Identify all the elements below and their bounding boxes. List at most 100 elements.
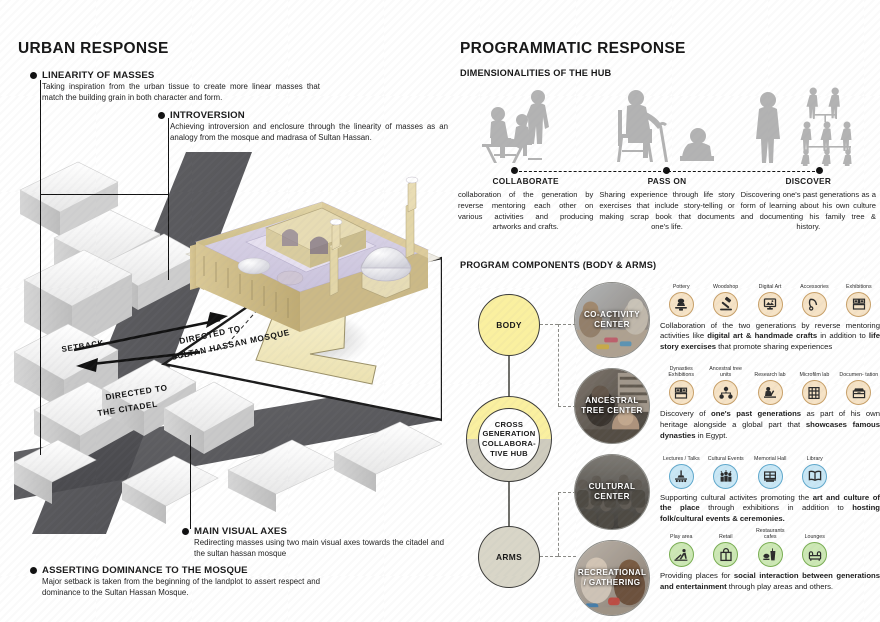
film-reel-icon xyxy=(801,380,827,406)
icon-cell[interactable]: Play area xyxy=(660,529,703,568)
icon-cell[interactable]: Accessories xyxy=(793,278,835,317)
icon-cell[interactable]: Ancestral tree units xyxy=(704,366,746,406)
collaborate-figure xyxy=(458,84,597,166)
node-cross-generation-hub[interactable]: CROSS GENERATION COLLABORA- TIVE HUB xyxy=(466,396,552,482)
connector-arms-to-recreational xyxy=(558,556,576,557)
note-body: Achieving introversion and enclosure thr… xyxy=(170,122,448,142)
icon-cell[interactable]: Restaurants cafes xyxy=(749,528,792,568)
dimensionality-figures-row xyxy=(458,84,876,166)
note-title: ASSERTING DOMINANCE TO THE MOSQUE xyxy=(42,565,248,576)
dimensionality-text: Sharing experience through life story ex… xyxy=(599,190,735,232)
icon-row: Lectures / Talks Cultural Events Memoria… xyxy=(660,450,880,489)
note-body: Major setback is taken from the beginnin… xyxy=(42,577,320,597)
dimensionality-discover: DISCOVER Discovering one's past generati… xyxy=(741,176,876,233)
connector-arms-vertical xyxy=(558,492,559,556)
node-cultural-center[interactable]: CULTURAL CENTER xyxy=(574,454,650,530)
slide-play-icon xyxy=(668,542,694,568)
icon-caption: Exhibitions xyxy=(846,283,872,290)
icon-cell[interactable]: Cultural Events xyxy=(705,450,748,489)
node-hub-label: CROSS GENERATION COLLABORA- TIVE HUB xyxy=(481,419,537,458)
icon-row: Dynasties Exhibitions Ancestral tree uni… xyxy=(660,366,880,406)
connector-body-stub xyxy=(540,324,558,325)
icon-cell[interactable]: Woodshop xyxy=(704,278,746,317)
note-bullet-icon xyxy=(30,72,37,79)
icon-cell[interactable]: Lectures / Talks xyxy=(660,450,703,489)
note-title: LINEARITY OF MASSES xyxy=(42,70,155,81)
monitor-art-icon xyxy=(757,291,783,317)
site-plan-svg: DIRECTED TO SULTAN HASSAN MOSQUE DIRECTE… xyxy=(14,152,442,534)
programmatic-response-panel: PROGRAMMATIC RESPONSE DIMENSIONALITIES O… xyxy=(452,0,880,622)
node-ancestral-tree-center[interactable]: ANCESTRAL TREE CENTER xyxy=(574,368,650,444)
dimensionality-label: DISCOVER xyxy=(785,176,832,186)
icon-caption: Retail xyxy=(718,534,733,541)
icon-cell[interactable]: Pottery xyxy=(660,278,702,317)
icon-caption: Library xyxy=(806,455,823,462)
icon-cell[interactable]: Digital Art xyxy=(749,278,791,317)
exhibition-panels-icon xyxy=(846,291,872,317)
icon-cell[interactable]: Microfilm lab xyxy=(793,367,835,406)
note-bullet-icon xyxy=(158,112,165,119)
node-co-activity-center[interactable]: CO-ACTIVITY CENTER xyxy=(574,282,650,358)
detail-text: Collaboration of the two generations by … xyxy=(660,320,880,352)
icon-cell[interactable]: Lounges xyxy=(794,529,837,568)
note-main-visual-axes: MAIN VISUAL AXES Redirecting masses usin… xyxy=(182,526,444,560)
page-title-urban-response: URBAN RESPONSE xyxy=(18,40,169,57)
node-arms[interactable]: ARMS xyxy=(478,526,540,588)
connector-arms-to-cultural xyxy=(558,492,576,493)
leader-line-linearity xyxy=(40,80,41,455)
sultan-hassan-mosque-model xyxy=(185,176,441,332)
leader-line-introversion xyxy=(168,118,169,280)
note-bullet-icon xyxy=(30,567,37,574)
node-recreational-label: RECREATIONAL / GATHERING xyxy=(577,567,647,587)
leader-line-main-axes xyxy=(190,435,191,529)
icon-row: Play area Retail Restaurants cafes xyxy=(660,528,880,568)
icon-cell[interactable]: Retail xyxy=(705,529,748,568)
page-title-programmatic-response: PROGRAMMATIC RESPONSE xyxy=(460,40,686,57)
icon-cell[interactable]: Library xyxy=(794,450,837,489)
celebration-people-icon xyxy=(713,463,739,489)
node-hub-inner: CROSS GENERATION COLLABORA- TIVE HUB xyxy=(478,408,540,470)
timeline-dot-collaborate xyxy=(511,167,518,174)
open-book-icon xyxy=(802,463,828,489)
drink-meal-icon xyxy=(757,542,783,568)
spine-hub-to-arms xyxy=(508,482,510,526)
detail-text: Discovery of one's past generations as p… xyxy=(660,409,880,441)
connector-body-to-co-activity xyxy=(558,324,576,325)
node-co-activity-label: CO-ACTIVITY CENTER xyxy=(583,309,641,329)
node-body-label: BODY xyxy=(496,320,522,330)
timeline-dot-pass-on xyxy=(663,167,670,174)
icon-cell[interactable]: Memorial Hall xyxy=(749,450,792,489)
elder-with-cane-and-child-icon xyxy=(616,90,714,162)
detail-text: Supporting cultural activites promoting … xyxy=(660,492,880,524)
node-ancestral-label: ANCESTRAL TREE CENTER xyxy=(581,395,643,415)
discover-figure xyxy=(737,84,876,166)
connector-body-vertical xyxy=(558,324,559,406)
dimensionality-collaborate: COLLABORATE collaboration of the generat… xyxy=(458,176,593,233)
memorial-hall-icon xyxy=(757,463,783,489)
note-bullet-icon xyxy=(182,528,189,535)
section-title-program-components: PROGRAM COMPONENTS (BODY & ARMS) xyxy=(460,260,657,270)
icon-caption: Ancestral tree units xyxy=(709,366,742,379)
icon-cell[interactable]: Research lab xyxy=(749,367,791,406)
detail-ancestral-tree-center: Dynasties Exhibitions Ancestral tree uni… xyxy=(660,366,880,442)
dimensionality-captions: COLLABORATE collaboration of the generat… xyxy=(458,176,876,233)
icon-caption: Woodshop xyxy=(712,283,739,290)
node-body[interactable]: BODY xyxy=(478,294,540,356)
icon-cell[interactable]: Exhibitions xyxy=(838,278,880,317)
icon-caption: Cultural Events xyxy=(707,455,744,462)
desk-study-icon xyxy=(757,380,783,406)
icon-caption: Lectures / Talks xyxy=(662,455,700,462)
dimensionality-text: Discovering one's past generations as a … xyxy=(740,190,876,232)
icon-cell[interactable]: Dynasties Exhibitions xyxy=(660,366,702,406)
note-linearity-of-masses: LINEARITY OF MASSES Taking inspiration f… xyxy=(30,70,320,104)
node-recreational-gathering[interactable]: RECREATIONAL / GATHERING xyxy=(574,540,650,616)
connector-body-to-ancestral xyxy=(558,406,576,407)
hammer-icon xyxy=(713,291,739,317)
person-viewing-family-tree-icon xyxy=(756,87,852,166)
program-components-diagram: BODY CROSS GENERATION COLLABORA- TIVE HU… xyxy=(456,278,880,616)
pottery-wheel-icon xyxy=(668,291,694,317)
dimensionality-timeline xyxy=(458,166,876,178)
icon-cell[interactable]: Documen- tation xyxy=(838,367,880,406)
necklace-icon xyxy=(801,291,827,317)
